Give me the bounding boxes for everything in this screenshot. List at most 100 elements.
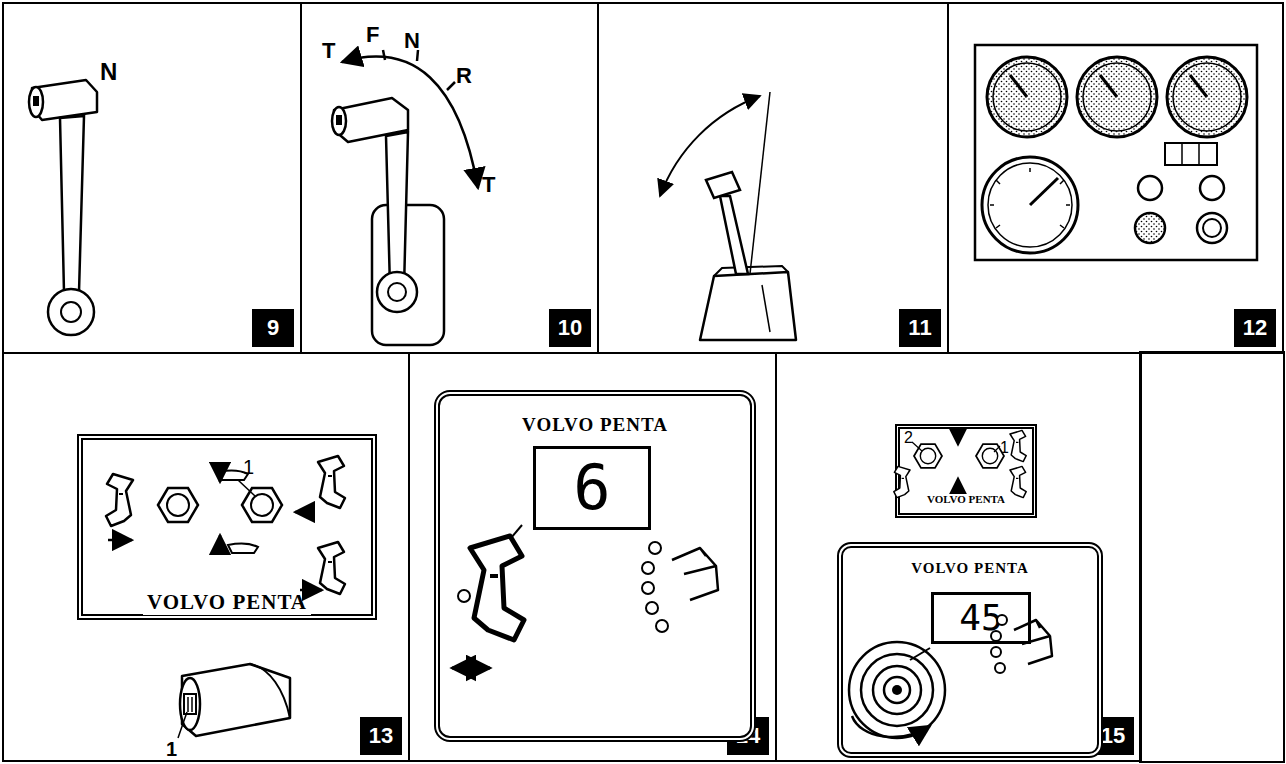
instrument-panel (1197, 213, 1227, 243)
instrument-panel (1030, 178, 1058, 205)
trim-gauge-art (646, 602, 658, 614)
trim-gauge-art (991, 631, 1001, 641)
trim-gauge-art (849, 615, 1052, 738)
figure-number: 9 (252, 309, 294, 347)
instrument-panel (1200, 176, 1224, 200)
control-lever (32, 80, 97, 120)
trim-panel-art (158, 488, 198, 522)
trim-gauge-art (452, 525, 718, 668)
figure-panel: 12 (947, 2, 1284, 354)
trim-gauge-art (452, 667, 490, 670)
trim-panel-art (894, 466, 910, 497)
figure-panel: 10 (300, 2, 599, 354)
digital-readout: 6 (533, 446, 651, 530)
instrument-panel (1173, 63, 1241, 131)
instrument-panel (1010, 75, 1027, 97)
instrument-panel (1083, 63, 1151, 131)
figure-panel: 9 (2, 2, 302, 354)
trim-panel-art (914, 444, 942, 468)
trim-gauge-art (672, 548, 718, 600)
trim-gauge-art (505, 525, 522, 545)
instrument-panel (1165, 143, 1217, 165)
trim-panel-art (912, 442, 1000, 452)
instrument-panel (987, 57, 1067, 137)
control-panel: VOLVO PENTA 45 (837, 542, 1103, 758)
control-lever (332, 107, 346, 135)
control-lever (700, 272, 796, 340)
callout-number: 1 (243, 456, 254, 479)
control-lever (714, 266, 788, 276)
trim-gauge-art (884, 677, 910, 703)
lever-handle (184, 694, 196, 714)
brand-name: VOLVO PENTA (522, 414, 668, 436)
digital-readout: 45 (931, 592, 1031, 644)
callout-number: 1 (166, 738, 177, 761)
trim-panel-art (1010, 430, 1026, 461)
position-mark: F (366, 22, 379, 48)
lever-handle (178, 664, 290, 738)
control-lever (762, 285, 770, 332)
instrument-panel (993, 63, 1061, 131)
control-lever (336, 115, 342, 125)
instrument-panel (1135, 213, 1165, 243)
lever-handle (178, 712, 187, 738)
trim-gauge-art (995, 663, 1005, 673)
instrument-panel (1100, 75, 1117, 97)
trim-gauge-art (849, 642, 945, 738)
trim-panel-art (300, 589, 322, 592)
brand-name: VOLVO PENTA (911, 560, 1029, 577)
trim-gauge-art (470, 536, 524, 640)
trim-panel-art (1010, 466, 1026, 497)
control-lever (332, 50, 478, 345)
control-lever (388, 283, 406, 301)
trim-panel-art (957, 478, 959, 490)
control-lever (386, 132, 408, 288)
figure-panel: 11 (597, 2, 949, 354)
instrument-panel (1190, 75, 1207, 97)
trim-panel-art (106, 474, 133, 526)
lever-handle (182, 664, 290, 736)
callout-number: 1 (1000, 439, 1009, 457)
control-lever (383, 50, 455, 90)
control-lever (29, 87, 43, 117)
trim-panel-art (295, 511, 315, 514)
trim-gauge-art (861, 654, 933, 726)
lever-handle (250, 664, 290, 718)
brand-name: VOLVO PENTA (925, 493, 1007, 505)
instrument-panel (1077, 57, 1157, 137)
trim-panel-art (228, 544, 258, 553)
control-panel: 1VOLVO PENTA (77, 434, 377, 620)
trim-panel-art (318, 456, 345, 508)
trim-gauge-art (642, 582, 654, 594)
position-mark: N (100, 58, 117, 86)
trim-gauge-art (642, 562, 654, 574)
trim-panel-art (219, 535, 222, 555)
instrument-panel (982, 157, 1078, 253)
trim-gauge-art (649, 542, 661, 554)
lever-handle (188, 697, 192, 712)
trim-gauge-art (458, 590, 470, 602)
control-lever (377, 272, 417, 312)
position-mark: R (456, 63, 472, 89)
instrument-panel (1167, 57, 1247, 137)
figure-number: 10 (549, 309, 591, 347)
instrument-panel (990, 168, 1070, 228)
control-lever (61, 302, 81, 322)
control-lever (334, 98, 408, 142)
trim-gauge-art (1014, 620, 1052, 664)
brand-name: VOLVO PENTA (143, 590, 311, 615)
trim-gauge-art (656, 620, 668, 632)
instrument-panel (975, 45, 1257, 260)
control-lever (60, 116, 84, 292)
trim-panel-art (318, 542, 345, 594)
figure-panel: 1521VOLVO PENTAVOLVO PENTA45 (775, 352, 1142, 762)
instrument-panel (1138, 176, 1162, 200)
trim-gauge-art (997, 615, 1007, 625)
trim-gauge-art (852, 716, 930, 737)
trim-gauge-art (892, 685, 902, 695)
control-panel: 21VOLVO PENTA (895, 424, 1037, 518)
trim-panel-art (238, 480, 255, 496)
control-lever (706, 172, 740, 198)
figure-number: 12 (1234, 309, 1276, 347)
